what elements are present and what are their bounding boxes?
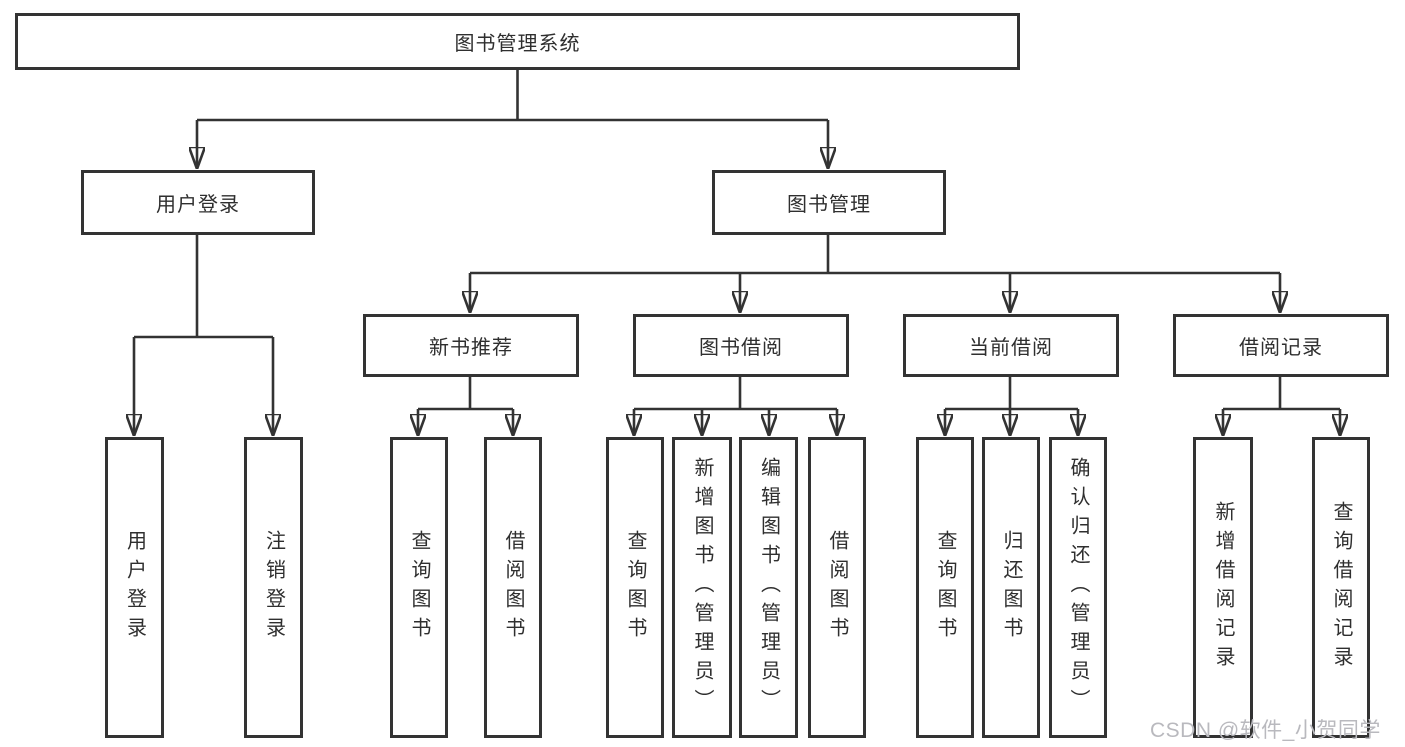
leaf-add-borrow-record: 新增借阅记录 xyxy=(1193,437,1253,738)
node-label: 用户登录 xyxy=(156,194,240,216)
node-label: 用户登录 xyxy=(123,529,146,646)
node-label: 查询图书 xyxy=(624,529,646,646)
leaf-add-books-admin: 新增图书（管理员） xyxy=(672,437,732,738)
node-label: 查询借阅记录 xyxy=(1330,500,1352,675)
node-label: 新增借阅记录 xyxy=(1212,500,1234,675)
leaf-edit-books-admin: 编辑图书（管理员） xyxy=(739,437,798,738)
node-user-login: 用户登录 xyxy=(81,170,315,235)
node-label: 借阅图书 xyxy=(502,529,524,646)
node-label: 图书管理 xyxy=(787,194,871,216)
node-label: 确认归还（管理员） xyxy=(1067,457,1089,718)
edges-root-to-level2 xyxy=(197,70,828,168)
node-book-management: 图书管理 xyxy=(712,170,946,235)
edges-user-login-to-leaves xyxy=(134,235,273,435)
leaf-query-books-borrow: 查询图书 xyxy=(606,437,664,738)
node-label: 注销登录 xyxy=(262,529,285,646)
leaf-borrow-books: 借阅图书 xyxy=(808,437,866,738)
leaf-query-borrow-record: 查询借阅记录 xyxy=(1312,437,1370,738)
node-current-borrow: 当前借阅 xyxy=(903,314,1119,377)
node-label: 新书推荐 xyxy=(429,337,513,359)
node-label: 当前借阅 xyxy=(969,337,1053,359)
leaf-confirm-return-admin: 确认归还（管理员） xyxy=(1049,437,1107,738)
csdn-watermark: CSDN @软件_小贺同学 xyxy=(1150,714,1405,744)
node-label: 图书借阅 xyxy=(699,337,783,359)
edges-borrow-records-to-leaves xyxy=(1223,377,1340,435)
node-label: 归还图书 xyxy=(1000,529,1022,646)
leaf-logout: 注销登录 xyxy=(244,437,303,738)
node-book-borrow: 图书借阅 xyxy=(633,314,849,377)
node-label: 借阅记录 xyxy=(1239,337,1323,359)
node-label: 查询图书 xyxy=(934,529,956,646)
node-label: 借阅图书 xyxy=(826,529,848,646)
leaf-query-books-current: 查询图书 xyxy=(916,437,974,738)
watermark-text: CSDN @软件_小贺同学 xyxy=(1150,719,1381,742)
node-borrow-records: 借阅记录 xyxy=(1173,314,1389,377)
edges-book-management-to-level3 xyxy=(470,235,1280,312)
leaf-user-login: 用户登录 xyxy=(105,437,164,738)
node-label: 编辑图书（管理员） xyxy=(757,457,780,718)
node-label: 图书管理系统 xyxy=(454,33,581,55)
edges-current-borrow-to-leaves xyxy=(945,377,1078,435)
node-root-system: 图书管理系统 xyxy=(15,13,1020,70)
edges-book-borrow-to-leaves xyxy=(634,377,837,435)
node-new-book-recommend: 新书推荐 xyxy=(363,314,579,377)
edges-new-book-recommend-to-leaves xyxy=(418,377,513,435)
leaf-borrow-books-recommend: 借阅图书 xyxy=(484,437,542,738)
leaf-query-books-recommend: 查询图书 xyxy=(390,437,448,738)
leaf-return-books: 归还图书 xyxy=(982,437,1040,738)
node-label: 查询图书 xyxy=(408,529,430,646)
node-label: 新增图书（管理员） xyxy=(691,457,713,718)
